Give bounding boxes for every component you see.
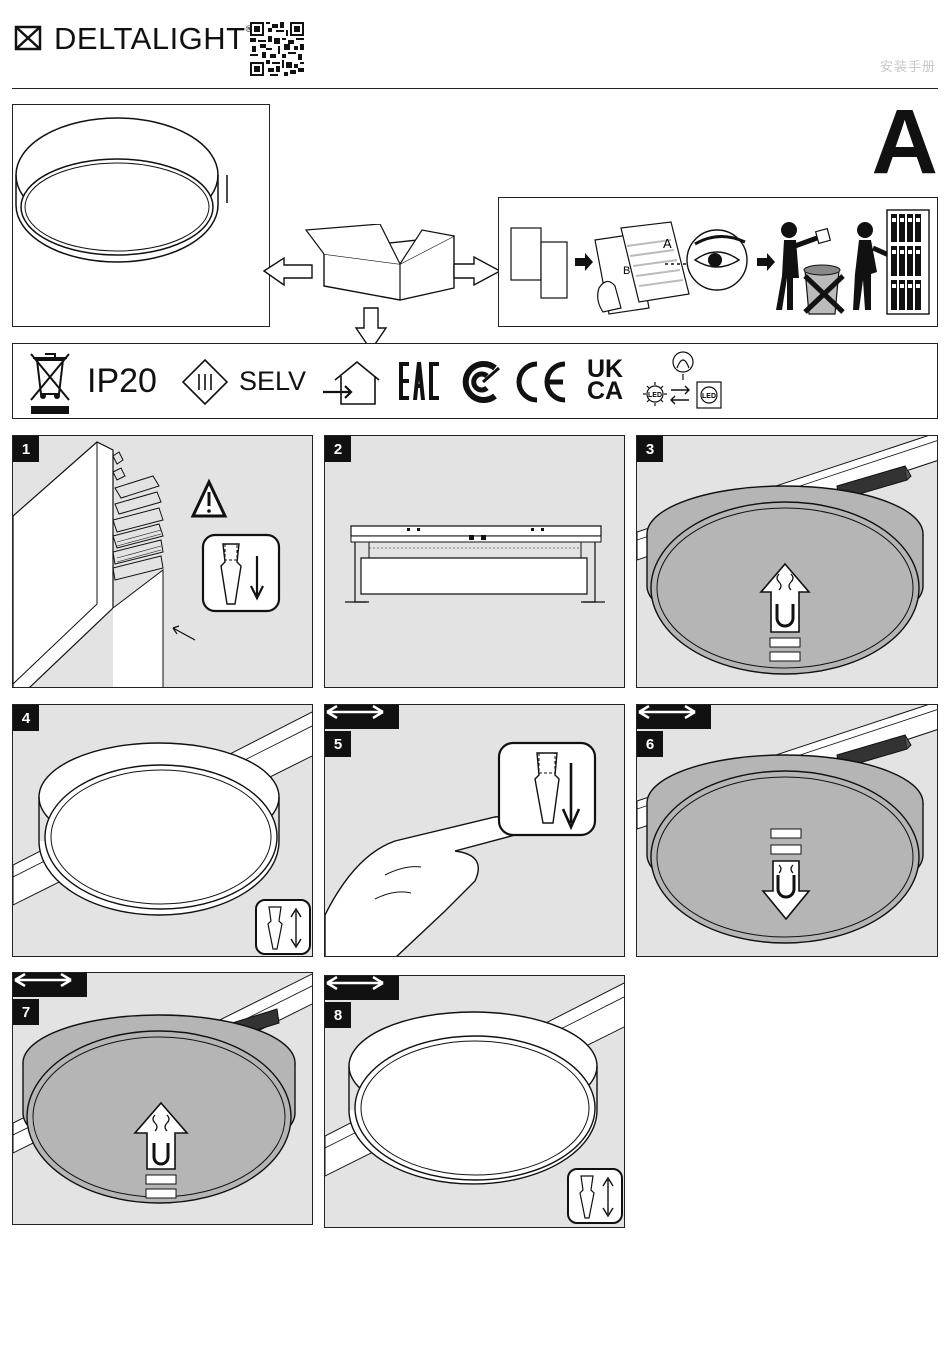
brand-name: DELTALIGHT® <box>54 23 253 54</box>
step-number-3: 3 <box>637 436 663 462</box>
track-profile-icon <box>13 436 313 688</box>
double-arrow-icon <box>13 973 73 987</box>
weee-bin-icon <box>27 350 73 414</box>
magnet-attach-icon <box>13 973 313 1225</box>
step-panel-7: 7 <box>12 972 313 1225</box>
section-letter: A <box>872 96 938 188</box>
packaging-box-icon <box>262 224 507 354</box>
ce-icon <box>513 360 569 404</box>
step-number-5: 5 <box>325 731 351 757</box>
manual-page-label-a: A <box>663 236 672 251</box>
product-overview <box>12 104 270 327</box>
read-instructions-panel: A B <box>498 197 938 327</box>
deltalight-mark-icon <box>14 23 44 53</box>
manual-page-label-b: B <box>623 265 630 277</box>
move-direction-badge-7 <box>13 973 87 997</box>
selv-label: SELV <box>239 368 306 395</box>
magnet-detach-icon <box>637 705 938 957</box>
ukca-icon: UK CA <box>583 358 627 402</box>
brand-logo: DELTALIGHT® <box>14 18 253 58</box>
led-replaceable-icon: LED LED <box>641 350 725 416</box>
step-panel-6: 6 <box>636 704 938 957</box>
indoor-use-icon <box>321 358 381 408</box>
lock-slider-icon <box>13 705 313 957</box>
document-title: 安装手册 <box>880 56 936 75</box>
step-panel-5: 5 <box>324 704 625 957</box>
step-panel-3: 3 <box>636 435 938 688</box>
push-slider-icon <box>325 705 625 957</box>
step-number-8: 8 <box>325 1002 351 1028</box>
read-manual-icon: A B <box>499 198 939 328</box>
qr-code-icon <box>250 22 304 76</box>
step-panel-2: 2 <box>324 435 625 688</box>
double-arrow-icon <box>637 705 697 719</box>
certification-strip: IP20 SELV UK CA <box>12 343 938 419</box>
led-label-left: LED <box>648 392 662 399</box>
step-number-4: 4 <box>13 705 39 731</box>
led-label-right: LED <box>702 393 716 400</box>
class-iii-icon <box>181 358 229 406</box>
double-arrow-icon <box>325 976 385 990</box>
brand-name-bold: DELTA <box>54 21 152 56</box>
lock-slider-icon <box>325 976 625 1228</box>
step-panel-8: 8 <box>324 975 625 1228</box>
eac-icon <box>397 358 443 404</box>
ip-rating: IP20 <box>87 364 157 398</box>
move-direction-badge-6 <box>637 705 711 729</box>
move-direction-badge-8 <box>325 976 399 1000</box>
step-panel-1: 1 <box>12 435 313 688</box>
ccc-icon <box>461 360 501 404</box>
step-number-7: 7 <box>13 999 39 1025</box>
double-arrow-icon <box>325 705 385 719</box>
step-panel-4: 4 <box>12 704 313 957</box>
round-luminaire-icon <box>13 105 271 328</box>
adapter-side-view-icon <box>325 436 625 688</box>
ukca-line-2: CA <box>583 380 627 402</box>
header-divider <box>12 88 938 89</box>
brand-name-light: LIGHT <box>152 21 246 56</box>
move-direction-badge-5 <box>325 705 399 729</box>
magnet-attach-icon <box>637 436 938 688</box>
step-number-6: 6 <box>637 731 663 757</box>
step-number-2: 2 <box>325 436 351 462</box>
step-number-1: 1 <box>13 436 39 462</box>
